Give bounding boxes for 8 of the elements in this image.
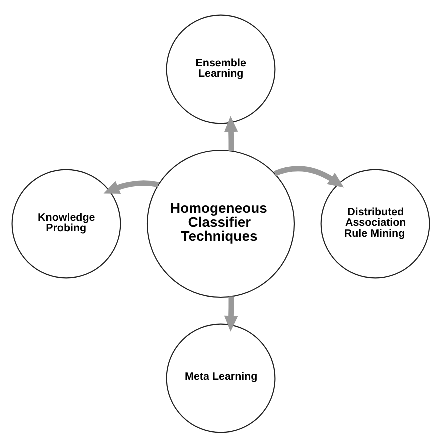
arrow — [224, 296, 238, 332]
node-circle: Distributed Association Rule Mining — [320, 169, 430, 279]
arrow — [104, 180, 159, 194]
arrow — [274, 166, 344, 188]
node-circle: Homogeneous Classifier Techniques — [146, 150, 296, 298]
node-circle: Meta Learning — [166, 324, 276, 434]
node-circle: Ensemble Learning — [166, 14, 276, 124]
arrow — [224, 116, 238, 152]
